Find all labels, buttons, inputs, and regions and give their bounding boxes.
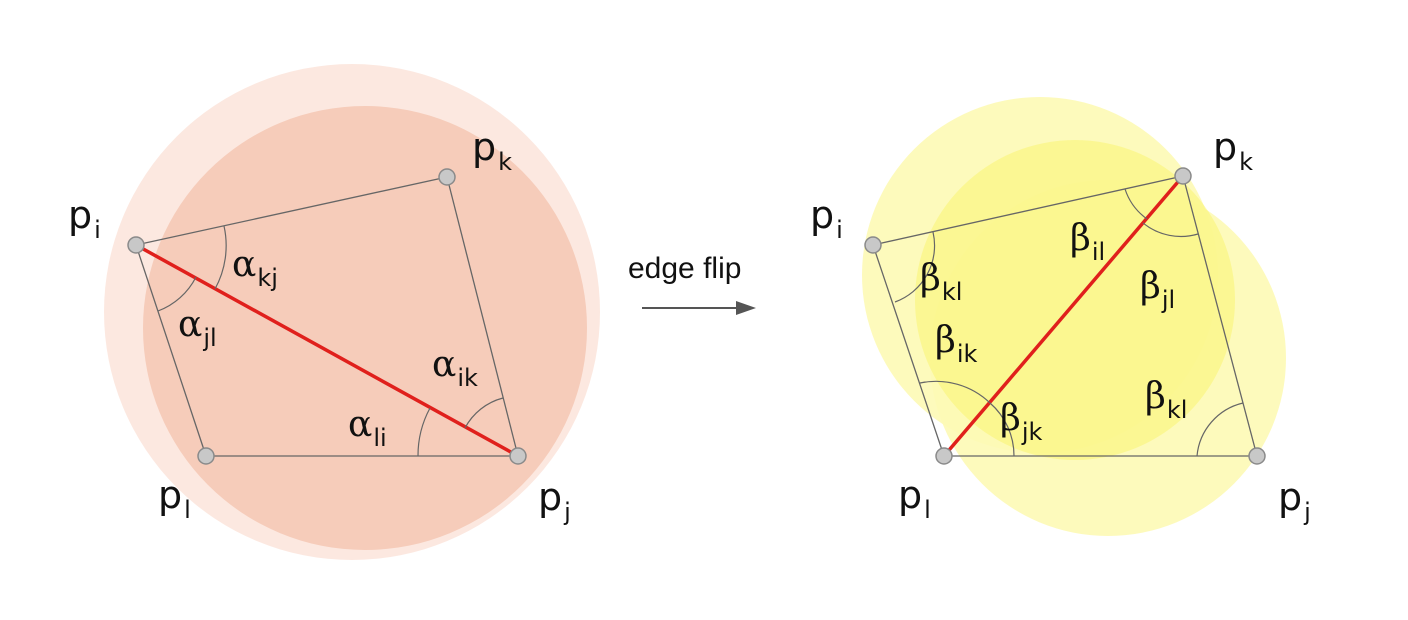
left-edge-pi-pk xyxy=(135,176,448,246)
edge-flip-transition: edge flip xyxy=(628,252,756,315)
right-label-pk: pk xyxy=(1213,125,1253,176)
left-label-pj: pj xyxy=(538,475,571,526)
right-vertex-pl xyxy=(935,447,953,465)
right-label-pi: pi xyxy=(810,193,843,244)
left-vertex-pj xyxy=(509,447,527,465)
right-label-pl: pl xyxy=(898,473,931,524)
left-angle-label-li: αli xyxy=(348,404,387,452)
left-vertex-pl xyxy=(197,447,215,465)
right-angle-label-il: βil xyxy=(1070,218,1105,266)
right-angle-arc-il xyxy=(1124,188,1148,220)
right-vertex-pi xyxy=(864,236,882,254)
left-edge-pi-pl xyxy=(135,244,207,457)
right-diagonal-edge-pl-pk xyxy=(942,174,1185,458)
right-angle-arc-jl xyxy=(1142,222,1199,238)
edge-flip-label: edge flip xyxy=(628,252,741,285)
right-label-pj: pj xyxy=(1278,475,1311,526)
left-vertex-pk xyxy=(438,168,456,186)
right-angle-arc-kl-left xyxy=(894,231,936,303)
left-angle-label-kj: αkj xyxy=(232,244,278,292)
right-angle-label-jl: βjl xyxy=(1140,266,1175,314)
right-angle-arc-kl-right xyxy=(1196,402,1244,457)
right-angle-label-kl-right: βkl xyxy=(1145,376,1187,424)
left-vertex-pi xyxy=(127,236,145,254)
right-edge-pi-pl xyxy=(872,244,945,457)
left-diagonal-edge-pi-pj xyxy=(135,243,519,458)
right-vertex-pj xyxy=(1248,447,1266,465)
right-angle-arc-ik xyxy=(919,380,991,404)
right-angle-arc-jk xyxy=(989,402,1015,457)
right-edge-pi-pk xyxy=(872,175,1184,246)
left-configuration: pi pk pl pj αkj αjl αik αli xyxy=(68,64,600,560)
left-angle-arc-jl xyxy=(157,276,197,312)
right-angle-label-kl-left: βkl xyxy=(920,258,962,306)
left-angle-arc-kj xyxy=(214,225,227,290)
left-label-pi: pi xyxy=(68,193,101,244)
right-angle-label-jk: βjk xyxy=(1000,398,1042,446)
arrow-head xyxy=(736,301,756,315)
right-edge-pk-pj xyxy=(1182,175,1258,457)
left-circumcircle-inner xyxy=(143,106,587,550)
left-angle-label-ik: αik xyxy=(432,344,478,392)
left-label-pl: pl xyxy=(158,473,191,524)
left-angle-label-jl: αjl xyxy=(178,304,217,352)
left-label-pk: pk xyxy=(472,125,512,176)
left-angle-arc-li xyxy=(417,407,431,457)
left-angle-arc-ik xyxy=(464,397,504,429)
right-vertex-pk xyxy=(1174,167,1192,185)
right-configuration: pi pk pl pj βil βkl βjl βik βjk βkl xyxy=(810,97,1311,536)
left-edge-pk-pj xyxy=(446,176,519,457)
right-angle-label-ik: βik xyxy=(935,320,977,368)
